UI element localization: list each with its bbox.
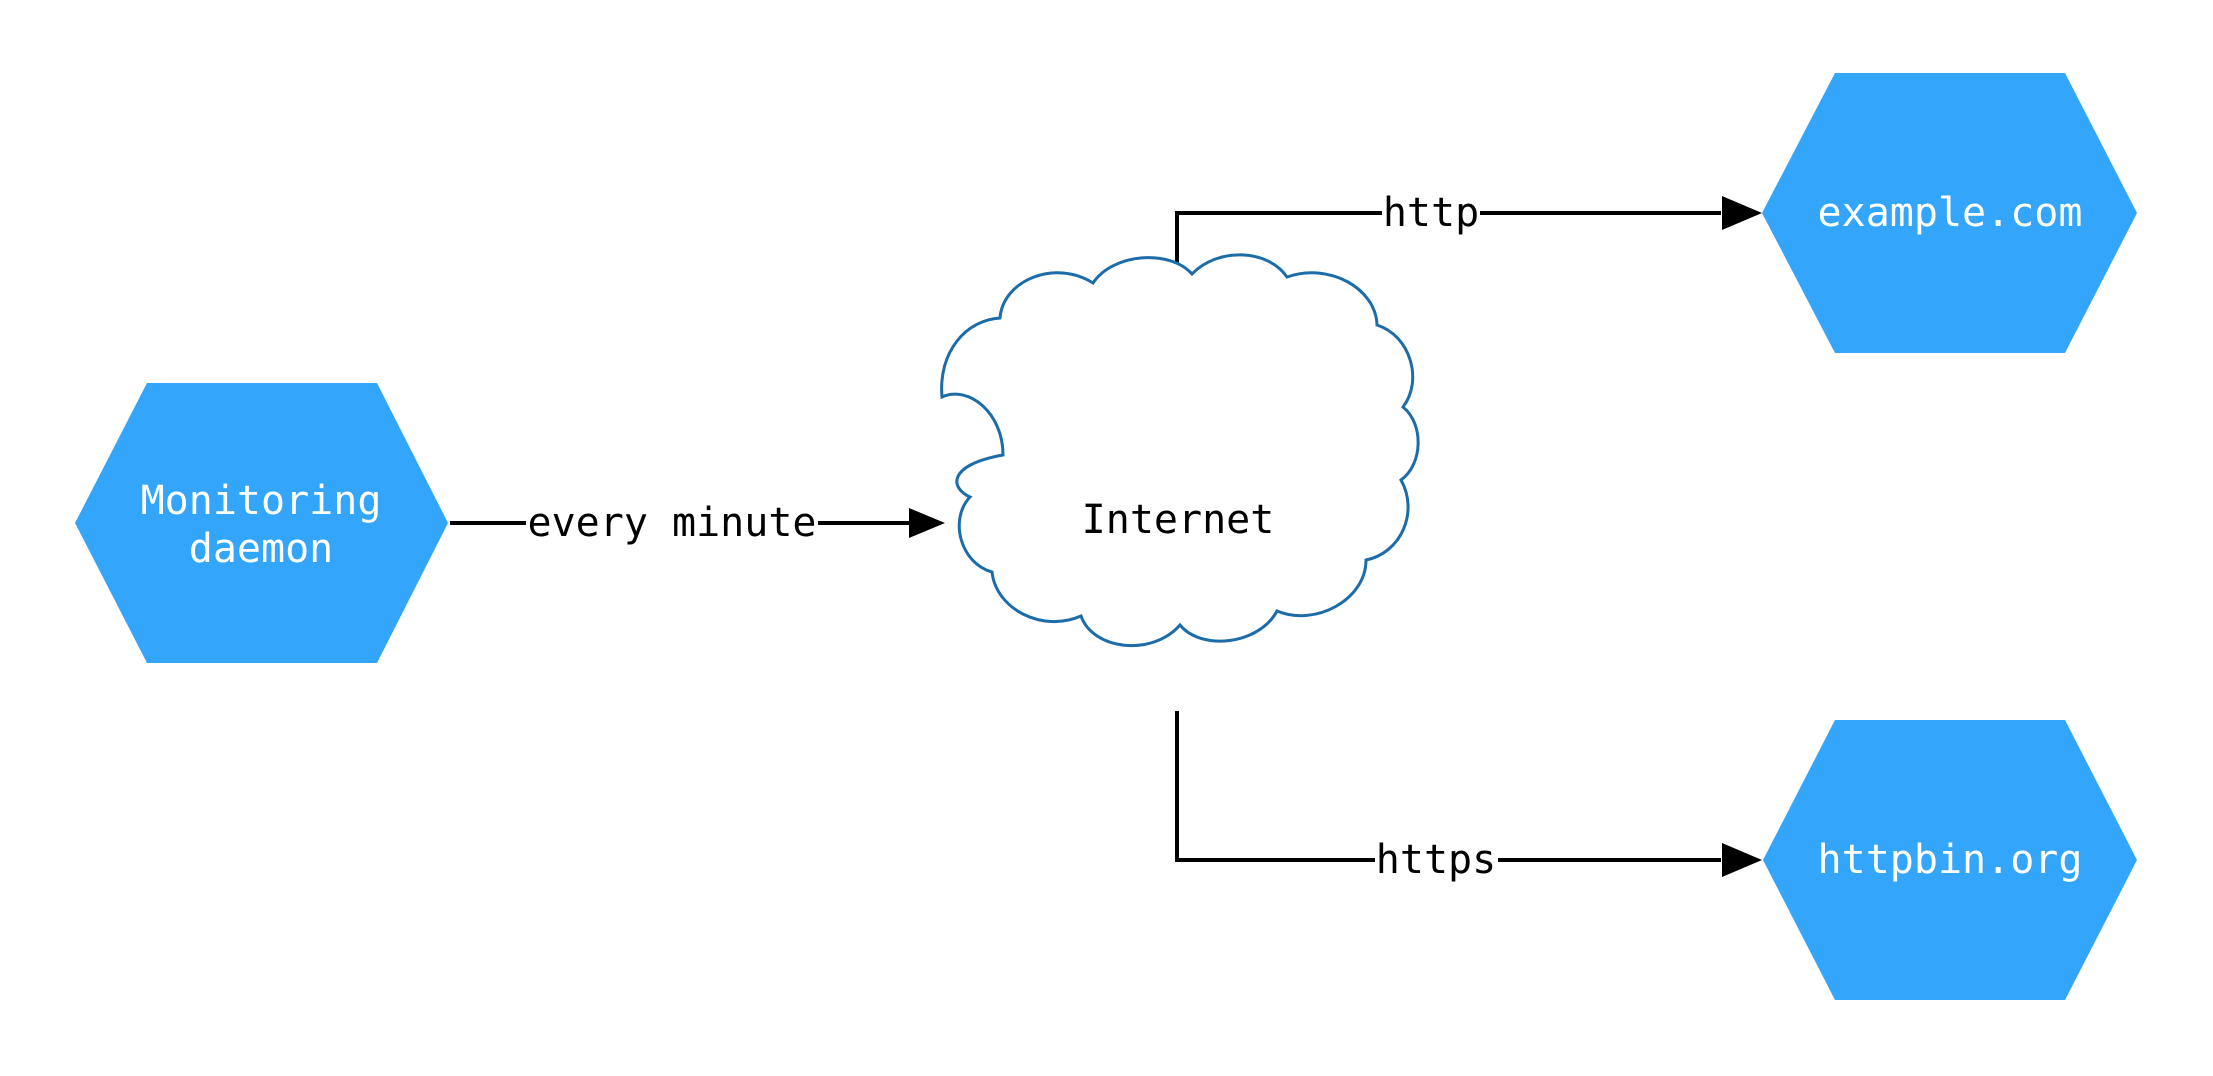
- arrow-head-https: [1722, 843, 1762, 877]
- edge-label-https: https: [1376, 837, 1496, 883]
- edge-internet-to-httpbin[interactable]: https: [1175, 711, 1762, 885]
- arrow-head-http: [1722, 196, 1762, 230]
- edge-line-https: [1175, 711, 1721, 862]
- node-label-example-com: example.com: [1818, 190, 2083, 236]
- edge-label-bg-https: [1375, 835, 1498, 885]
- node-internet[interactable]: Internet: [940, 253, 1420, 648]
- hexagon-shape-monitoring-daemon: [75, 383, 448, 663]
- hexagon-shape-httpbin-org: [1763, 720, 2137, 1000]
- node-label-monitoring-daemon-line2: daemon: [189, 526, 334, 572]
- edge-label-bg-every-minute: [526, 498, 818, 548]
- node-label-monitoring-daemon-line1: Monitoring: [141, 478, 382, 524]
- node-example-com[interactable]: example.com: [1762, 73, 2137, 353]
- cloud-shape-internet: [940, 253, 1420, 648]
- node-label-httpbin-org: httpbin.org: [1818, 837, 2083, 883]
- edge-label-every-minute: every minute: [528, 500, 817, 546]
- node-httpbin-org[interactable]: httpbin.org: [1763, 720, 2137, 1000]
- edge-daemon-to-internet[interactable]: every minute: [450, 498, 945, 548]
- hexagon-shape-example-com: [1762, 73, 2137, 353]
- node-monitoring-daemon[interactable]: Monitoring daemon: [75, 383, 448, 663]
- edge-label-bg-http: [1382, 188, 1480, 238]
- edge-label-http: http: [1383, 190, 1479, 236]
- arrow-head-every-minute: [909, 508, 945, 538]
- node-label-internet: Internet: [1082, 497, 1275, 543]
